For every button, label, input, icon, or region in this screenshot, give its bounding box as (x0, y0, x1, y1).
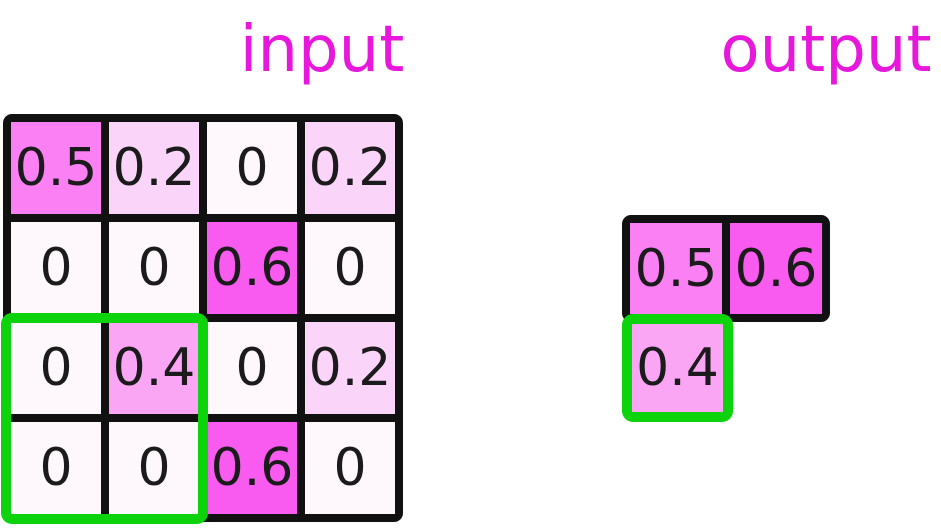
input-cell-r1c4: 0.2 (305, 122, 395, 214)
input-cell-r2c1: 0 (11, 222, 101, 314)
input-cell-r2c2: 0 (109, 222, 199, 314)
input-cell-r1c1: 0.5 (11, 122, 101, 214)
input-cell-r3c1: 0 (11, 322, 101, 414)
output-cell-1: 0.5 (630, 223, 722, 314)
output-cell-2: 0.6 (730, 223, 822, 314)
input-cell-r3c2: 0.4 (109, 322, 199, 414)
input-cell-r2c4: 0 (305, 222, 395, 314)
input-cell-r4c2: 0 (109, 422, 199, 514)
output-current-cell: 0.4 (622, 314, 733, 422)
input-title: input (239, 13, 405, 87)
input-cell-r2c3: 0.6 (207, 222, 297, 314)
input-cell-r3c3: 0 (207, 322, 297, 414)
input-cell-r3c4: 0.2 (305, 322, 395, 414)
input-pooling-window (1, 313, 208, 524)
input-cell-r4c1: 0 (11, 422, 101, 514)
input-cell-r4c4: 0 (305, 422, 395, 514)
input-cell-r1c2: 0.2 (109, 122, 199, 214)
output-title: output (720, 13, 932, 87)
input-cell-r4c3: 0.6 (207, 422, 297, 514)
input-cell-r1c3: 0 (207, 122, 297, 214)
